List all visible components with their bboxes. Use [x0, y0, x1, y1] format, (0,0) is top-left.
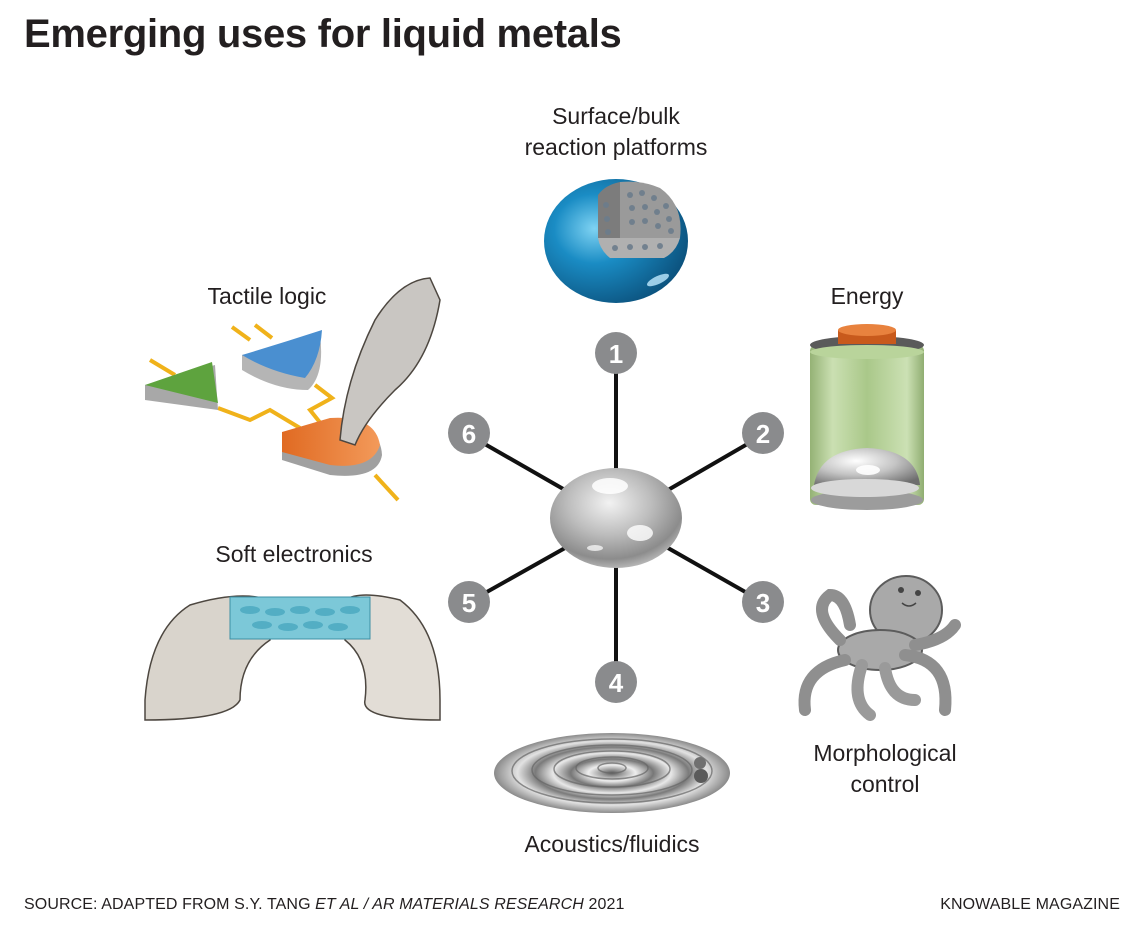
badge-5[interactable]: 5 [448, 581, 490, 623]
badge-6-number: 6 [462, 419, 476, 449]
label-use-5-line1: Soft electronics [215, 541, 373, 567]
logic-gates-icon [145, 277, 441, 502]
badge-3[interactable]: 3 [742, 581, 784, 623]
source-credit: SOURCE: ADAPTED FROM S.Y. TANG ET AL / A… [24, 896, 624, 914]
badge-1[interactable]: 1 [595, 332, 637, 374]
source-italic: ET AL / AR MATERIALS RESEARCH [315, 896, 584, 913]
label-use-1-line1: Surface/bulk [552, 103, 680, 129]
label-use-1-line2: reaction platforms [524, 134, 708, 160]
badge-1-number: 1 [609, 339, 623, 369]
label-use-5: Soft electronics [169, 539, 419, 570]
label-use-4-line1: Acoustics/fluidics [524, 831, 700, 857]
badge-3-number: 3 [756, 588, 770, 618]
source-suffix: 2021 [583, 896, 625, 913]
badge-4[interactable]: 4 [595, 661, 637, 703]
page-title: Emerging uses for liquid metals [24, 12, 622, 56]
badge-6[interactable]: 6 [448, 412, 490, 454]
publisher-credit: KNOWABLE MAGAZINE [940, 896, 1120, 913]
label-use-1: Surface/bulk reaction platforms [466, 101, 766, 163]
battery-icon [810, 324, 924, 510]
octopus-icon [798, 575, 961, 721]
stretchable-circuit-icon [144, 594, 441, 721]
badge-2-number: 2 [756, 419, 770, 449]
liquid-metal-droplet-icon [550, 468, 682, 568]
label-use-2-line1: Energy [830, 283, 904, 309]
badge-4-number: 4 [609, 668, 624, 698]
label-use-6-line1: Tactile logic [207, 283, 327, 309]
label-use-2: Energy [767, 281, 967, 312]
label-use-4: Acoustics/fluidics [462, 829, 762, 860]
badge-5-number: 5 [462, 588, 476, 618]
source-prefix: SOURCE: ADAPTED FROM S.Y. TANG [24, 896, 316, 913]
ripple-disc-icon [494, 733, 730, 813]
label-use-3: Morphological control [755, 738, 1015, 800]
label-use-3-line2: control [850, 771, 920, 797]
label-use-6: Tactile logic [157, 281, 377, 312]
label-use-3-line1: Morphological [813, 740, 957, 766]
badge-2[interactable]: 2 [742, 412, 784, 454]
porous-sphere-icon [544, 179, 688, 303]
badges: 1 2 3 4 5 6 [448, 332, 784, 703]
